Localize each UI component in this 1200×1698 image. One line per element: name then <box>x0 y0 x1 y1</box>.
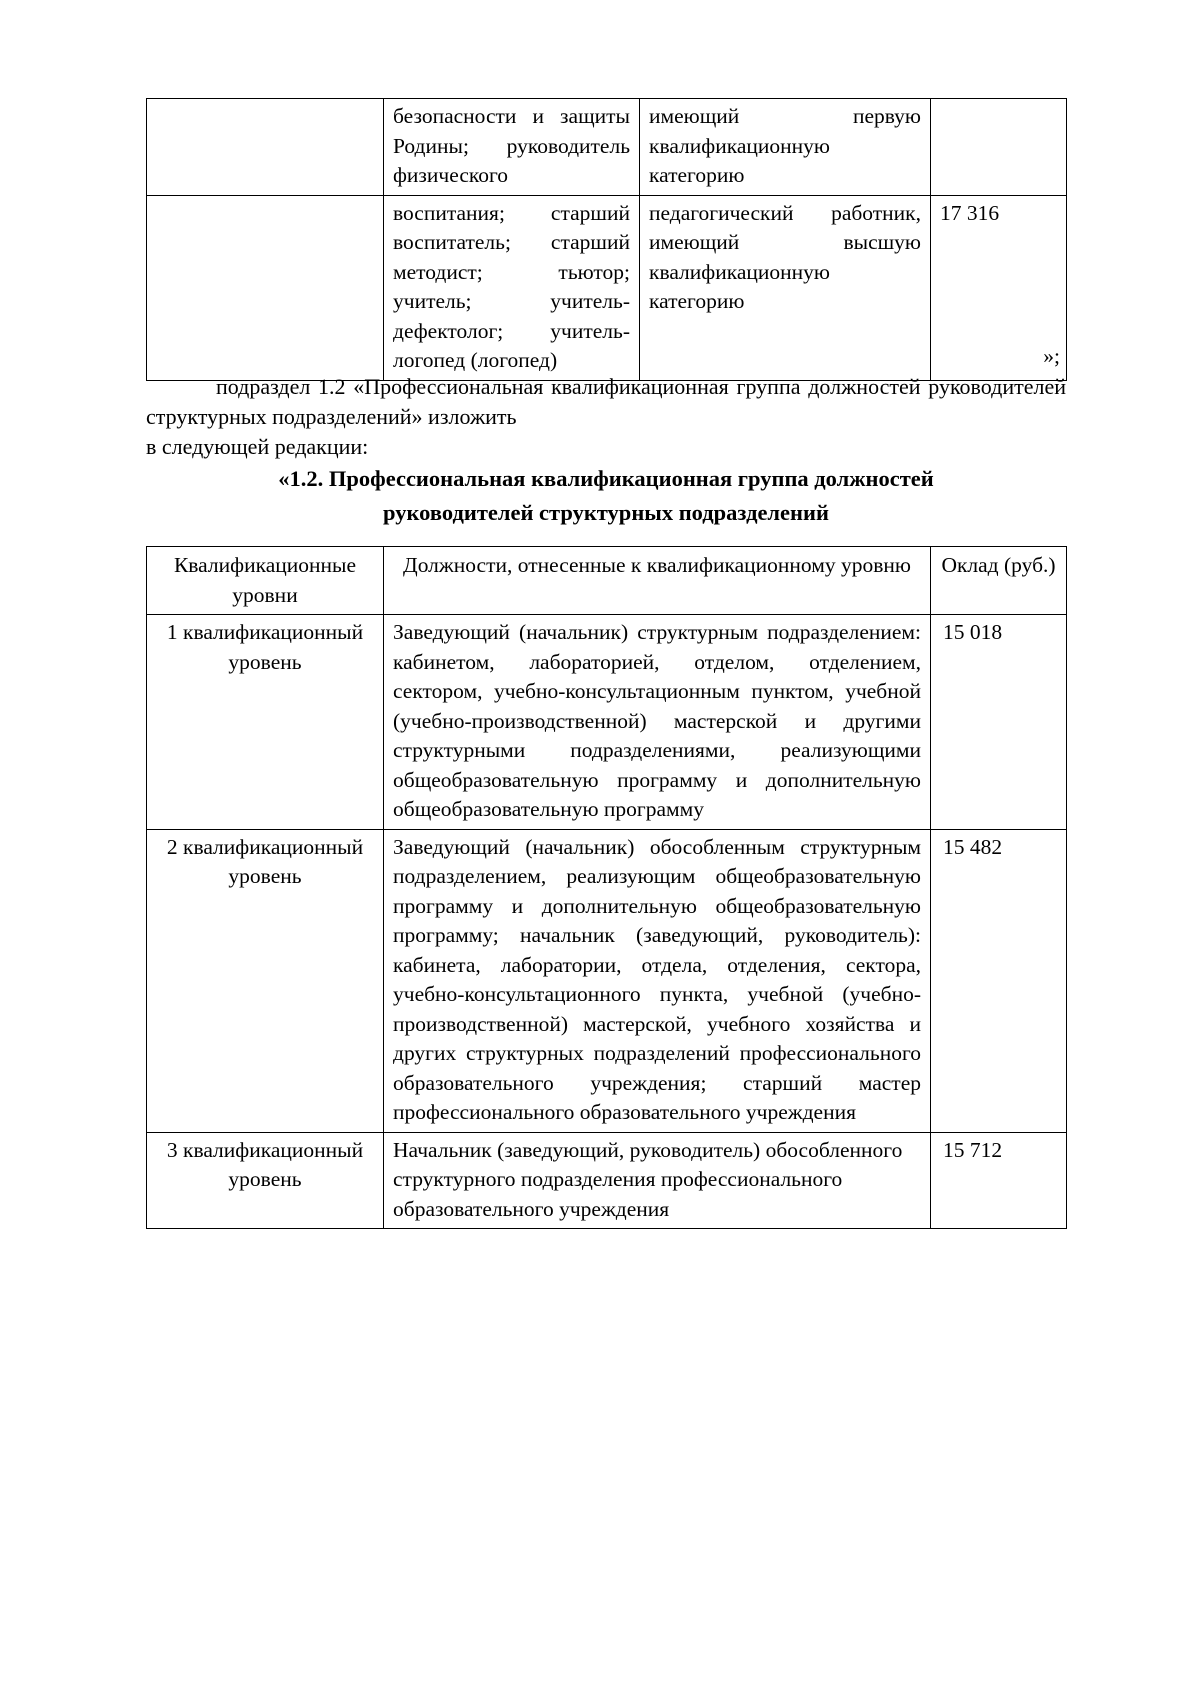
table-row: безопасности и защиты Родины; руководите… <box>146 98 1067 196</box>
cell-salary <box>930 98 1067 196</box>
column-header-levels: Квалификационные уровни <box>146 546 384 615</box>
cell-salary: 15 712 <box>930 1131 1067 1229</box>
cell-level: 3 квалификационный уровень <box>146 1131 384 1229</box>
table-row: 3 квалификационный уровень Начальник (за… <box>146 1131 1067 1229</box>
cell-positions: Начальник (заведующий, руководитель) обо… <box>383 1131 931 1229</box>
column-header-salary: Оклад (руб.) <box>930 546 1067 615</box>
table-row: 2 квалификационный уровень Заведующий (н… <box>146 828 1067 1133</box>
continuation-table: безопасности и защиты Родины; руководите… <box>146 98 1067 381</box>
cell-salary: 15 482 <box>930 828 1067 1133</box>
qualification-table-container: Квалификационные уровни Должности, отнес… <box>146 546 1067 1229</box>
cell-level-empty <box>146 98 384 196</box>
heading-line-2: руководителей структурных подразделений <box>383 500 829 525</box>
body-paragraph: подраздел 1.2 «Профессиональная квалифик… <box>146 372 1066 462</box>
closing-quote-mark: »; <box>1043 344 1060 368</box>
cell-positions: безопасности и защиты Родины; руководите… <box>383 98 640 196</box>
cell-condition: педагогический работник, имеющий высшую … <box>639 194 931 381</box>
cell-positions: воспитания; старший воспитатель; старший… <box>383 194 640 381</box>
table-row: воспитания; старший воспитатель; старший… <box>146 194 1067 381</box>
continuation-table-container: безопасности и защиты Родины; руководите… <box>146 98 1067 381</box>
section-heading: «1.2. Профессиональная квалификационная … <box>146 462 1066 530</box>
cell-condition: имеющий первую квалификационную категори… <box>639 98 931 196</box>
table-row: 1 квалификационный уровень Заведующий (н… <box>146 614 1067 830</box>
qualification-table: Квалификационные уровни Должности, отнес… <box>146 546 1067 1229</box>
cell-level: 2 квалификационный уровень <box>146 828 384 1133</box>
cell-salary: 15 018 <box>930 614 1067 830</box>
cell-level-empty <box>146 194 384 381</box>
cell-positions: Заведующий (начальник) структурным подра… <box>383 614 931 830</box>
cell-level: 1 квалификационный уровень <box>146 614 384 830</box>
cell-positions: Заведующий (начальник) обособленным стру… <box>383 828 931 1133</box>
paragraph-line-2: в следующей редакции: <box>146 434 369 459</box>
column-header-positions: Должности, отнесенные к квалификационном… <box>383 546 931 615</box>
heading-line-1: «1.2. Профессиональная квалификационная … <box>278 466 934 491</box>
paragraph-line-1: подраздел 1.2 «Профессиональная квалифик… <box>146 374 1066 429</box>
table-header-row: Квалификационные уровни Должности, отнес… <box>146 546 1067 615</box>
cell-salary: 17 316 <box>930 194 1067 381</box>
